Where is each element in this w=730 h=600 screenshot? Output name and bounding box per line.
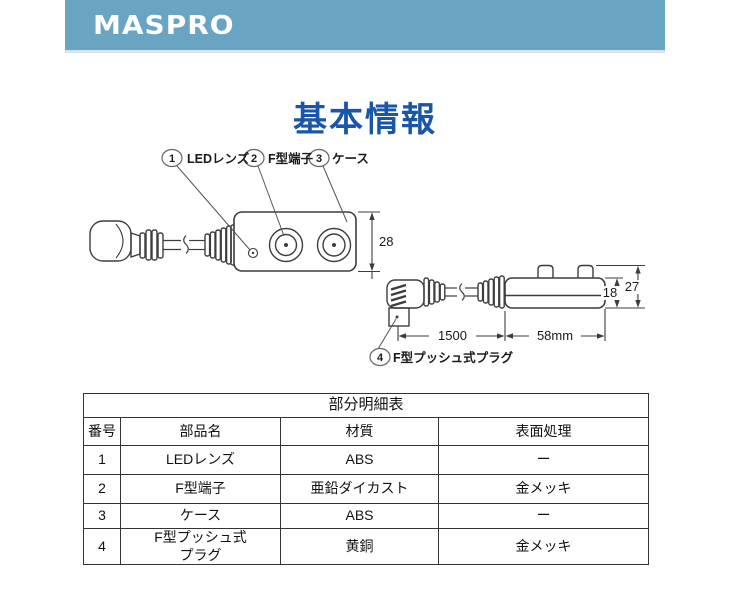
dim-28-text: 28 — [379, 234, 393, 249]
cell-material: ABS — [280, 445, 439, 475]
col-header-number: 番号 — [83, 417, 121, 446]
callout-4-label: F型プッシュ式プラグ — [393, 350, 514, 365]
callout-4-circle — [369, 347, 391, 367]
col-header-surface: 表面処理 — [437, 417, 650, 446]
table-row: 4 F型プッシュ式 プラグ 黄銅 金メッキ — [83, 528, 650, 565]
table-row: 2 F型端子 亜鉛ダイカスト 金メッキ — [83, 474, 650, 504]
plug-head-front — [89, 220, 132, 262]
callout-4-num: 4 — [377, 352, 384, 364]
callout-1-num: 1 — [169, 153, 175, 165]
callout-1-label: LEDレンズ — [187, 151, 250, 166]
cell-number: 3 — [83, 503, 121, 529]
f-terminal-2 — [316, 227, 352, 263]
callout-3-num: 3 — [316, 153, 322, 165]
led-lens — [247, 247, 259, 259]
f-terminal-1 — [268, 227, 304, 263]
case-front — [233, 211, 357, 272]
cable-break — [163, 235, 205, 254]
cell-part-name: F型プッシュ式 プラグ — [120, 528, 281, 565]
cell-number: 2 — [83, 474, 121, 504]
cell-material: 黄銅 — [280, 528, 439, 565]
callout-2-num: 2 — [251, 153, 257, 165]
cell-part-name: LEDレンズ — [120, 445, 281, 475]
table-row: 3 ケース ABS ー — [83, 503, 650, 529]
cell-material: 亜鉛ダイカスト — [280, 474, 439, 504]
dim-28 — [358, 211, 380, 279]
table-header-row: 番号 部品名 材質 表面処理 — [83, 417, 650, 446]
parts-table-title: 部分明細表 — [82, 393, 650, 418]
dim-1500-text: 1500 — [438, 328, 467, 343]
dim-18-text: 18 — [603, 285, 617, 300]
cell-surface: ー — [437, 503, 650, 529]
header-bar: MASPRO — [65, 0, 665, 53]
callout-1-circle — [161, 148, 183, 168]
cell-surface: 金メッキ — [437, 528, 650, 565]
cell-part-name: ケース — [120, 503, 281, 529]
parts-table: 部分明細表 番号 部品名 材質 表面処理 1 LEDレンズ ABS ー 2 F型… — [82, 393, 650, 565]
case-side — [504, 277, 606, 309]
col-header-material: 材質 — [280, 417, 439, 446]
dim-58mm-text: 58mm — [537, 328, 573, 343]
col-header-part-name: 部品名 — [120, 417, 281, 446]
callout-2-circle — [243, 148, 265, 168]
cell-material: ABS — [280, 503, 439, 529]
cell-part-name: F型端子 — [120, 474, 281, 504]
callout-3-circle — [308, 148, 330, 168]
callout-2-label: F型端子 — [268, 151, 314, 166]
cell-surface: 金メッキ — [437, 474, 650, 504]
cell-surface: ー — [437, 445, 650, 475]
table-row: 1 LEDレンズ ABS ー — [83, 445, 650, 475]
strain-relief-ribs — [139, 229, 164, 261]
dim-27-text: 27 — [625, 279, 639, 294]
leader-lines — [176, 165, 397, 350]
maspro-logo: MASPRO — [93, 10, 235, 41]
page-title: 基本情報 — [293, 101, 437, 139]
cell-number: 1 — [83, 445, 121, 475]
terminal-post-1 — [537, 264, 554, 278]
cell-number: 4 — [83, 528, 121, 565]
terminal-post-2 — [577, 264, 594, 278]
callout-3-label: ケース — [332, 152, 369, 166]
plug-body-side — [388, 307, 410, 327]
